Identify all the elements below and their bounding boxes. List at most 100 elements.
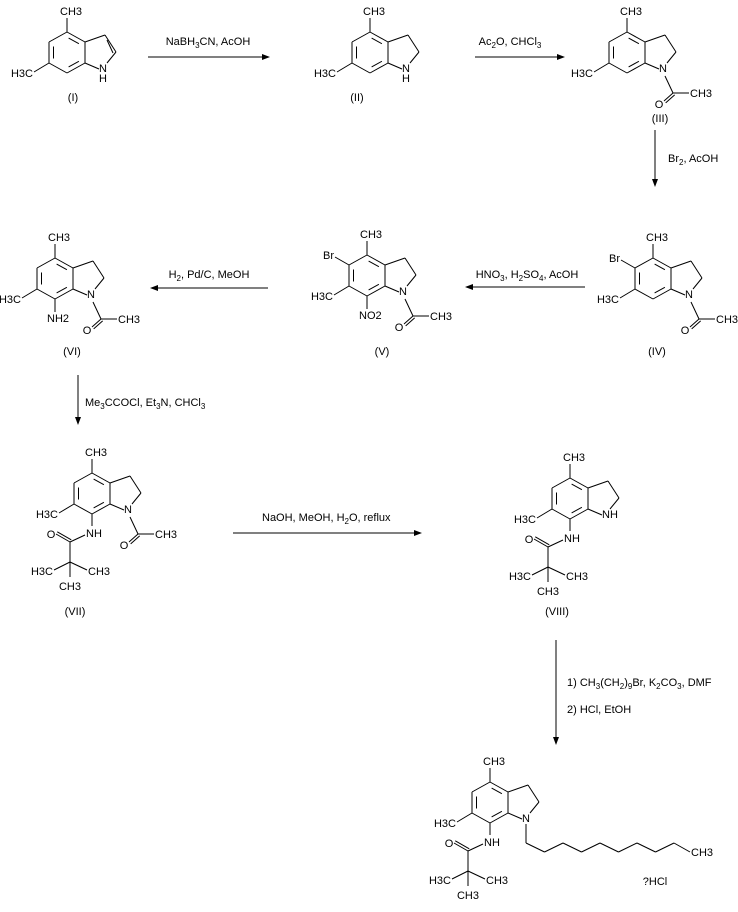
decyl-chain-bond	[599, 842, 619, 853]
methyl-label: CH3	[48, 232, 70, 244]
decyl-chain-bond	[544, 842, 564, 853]
bond	[58, 503, 75, 514]
aromatic-bond	[368, 260, 380, 268]
ring-bond	[91, 472, 111, 484]
aromatic-bond	[654, 263, 666, 271]
double-bond	[93, 320, 103, 330]
aromatic-bond	[93, 501, 105, 509]
bond	[69, 561, 88, 571]
reaction-arrow-step5: H2, Pd/C, MeOH	[150, 269, 268, 291]
ring-bond	[73, 472, 93, 484]
compound-label: (VII)	[65, 606, 86, 618]
bond	[109, 475, 131, 484]
reagent-label: Me3CCOCl, Et3N, CHCl3	[85, 397, 206, 411]
bond	[72, 288, 88, 296]
bond	[666, 51, 677, 64]
bond	[607, 480, 620, 499]
double-bond	[534, 536, 550, 546]
bond	[664, 75, 674, 94]
aromatic-bond	[56, 286, 68, 294]
bond	[387, 62, 403, 70]
methyl-label: H3C	[36, 509, 58, 521]
decyl-chain-bond	[673, 842, 691, 853]
methyl-label: H3C	[0, 294, 21, 306]
ring-bond	[626, 62, 646, 74]
bond	[404, 298, 414, 317]
ring-bond	[66, 31, 86, 43]
bond	[109, 503, 125, 511]
reaction-arrow-step4: HNO3, H2SO4, AcOH	[465, 269, 585, 290]
bond	[53, 561, 71, 571]
compound-label: (VI)	[63, 346, 81, 358]
reaction-arrow-step1: NaBH3CN, AcOH	[148, 36, 270, 60]
nh-hydrogen-label: H	[99, 73, 107, 85]
ring-bond	[73, 503, 93, 515]
ring-bond	[366, 285, 386, 297]
double-bond	[405, 317, 415, 327]
compound-label: (I)	[68, 92, 78, 104]
decyl-chain-bond	[525, 842, 545, 853]
compound-label: (V)	[375, 346, 390, 358]
amide-oxygen-label: O	[445, 838, 454, 850]
aromatic-bond	[628, 37, 640, 45]
bond	[451, 870, 469, 880]
bond	[507, 784, 529, 793]
bond	[529, 801, 540, 814]
ring-bond	[351, 31, 371, 43]
bond	[104, 34, 117, 53]
bond	[336, 62, 353, 73]
bond	[547, 539, 564, 548]
aromatic-bond	[491, 810, 503, 818]
bond	[106, 51, 117, 64]
reaction-arrow-step6: Me3CCOCl, Et3N, CHCl3	[75, 375, 206, 425]
arrow-head-icon	[262, 54, 270, 60]
compound-label: (VIII)	[545, 606, 569, 618]
bond	[531, 566, 549, 576]
tbutyl-methyl-label: H3C	[429, 875, 451, 887]
methyl-label: CH3	[646, 232, 668, 244]
ring-bond	[366, 254, 386, 266]
bond	[644, 34, 666, 43]
double-bond	[403, 315, 414, 325]
ring-bond	[54, 288, 74, 300]
bond	[21, 288, 38, 299]
bond	[84, 62, 100, 70]
ring-bond	[626, 31, 646, 43]
ring-nitrogen-label: N	[659, 63, 667, 75]
aromatic-bond	[68, 37, 80, 45]
amide-oxygen-label: O	[525, 534, 534, 546]
decyl-chain-bond	[655, 842, 675, 853]
double-bond	[665, 94, 675, 104]
tbutyl-methyl-label: CH3	[537, 586, 559, 598]
ring-bond	[369, 62, 389, 74]
bond	[129, 516, 139, 535]
bond	[334, 256, 350, 266]
arrow-head-icon	[553, 737, 559, 745]
bond	[92, 301, 102, 320]
ring-nitrogen-label: N	[402, 63, 410, 75]
reaction-arrow-step8a: 1) CH3(CH2)9Br, K2CO3, DMF	[553, 640, 712, 745]
bond	[609, 497, 620, 510]
ring-nitrogen-label: N	[99, 63, 107, 75]
methyl-label: H3C	[514, 514, 536, 526]
reagent-label: HNO3, H2SO4, AcOH	[476, 269, 579, 283]
bond	[593, 62, 610, 73]
bond	[644, 62, 660, 70]
double-bond	[130, 535, 140, 545]
reagent-label: Ac2O, CHCl3	[479, 36, 542, 50]
bond	[387, 34, 409, 43]
ring-bond	[348, 285, 368, 297]
bond	[384, 285, 400, 293]
methyl-label: H3C	[434, 818, 456, 830]
ring-bond	[48, 31, 68, 43]
ring-bond	[608, 31, 628, 43]
ring-bond	[471, 781, 491, 793]
ring-bond	[369, 31, 389, 43]
acetyl-methyl-label: CH3	[155, 529, 177, 541]
arrow-head-icon	[414, 530, 422, 536]
arrow-head-icon	[75, 417, 81, 425]
bromo-label: Br	[323, 250, 334, 262]
